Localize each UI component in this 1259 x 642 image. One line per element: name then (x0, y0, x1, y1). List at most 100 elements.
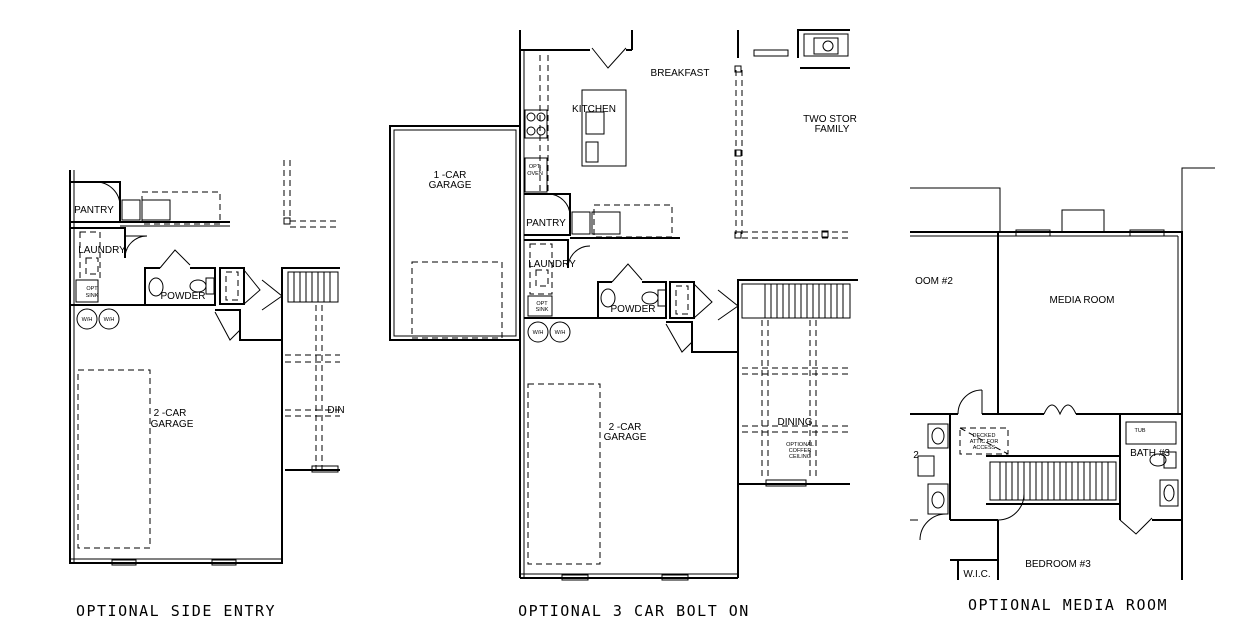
sink (931, 491, 945, 509)
note-attic: DECKED (973, 433, 996, 439)
door-swing (547, 193, 571, 217)
window (661, 574, 689, 581)
wall (737, 279, 858, 340)
garage-wall (215, 309, 282, 341)
room-label-two-story: TWO STOR (803, 114, 857, 125)
room-label-garage-line2: GARAGE (151, 419, 194, 430)
cabinet (121, 199, 141, 221)
water-heater (98, 308, 120, 330)
door-swing (665, 323, 693, 353)
plan-side-entry: PANTRY LAUNDRY OPT SINK POWDER W/H W/H 2… (69, 160, 345, 620)
stair (989, 461, 1117, 501)
powder-wall (144, 267, 160, 305)
toilet (917, 455, 935, 477)
dormer (1061, 209, 1105, 233)
burner (526, 112, 536, 122)
laundry-wall (524, 239, 569, 268)
door-swing (997, 493, 1025, 521)
vanity (927, 483, 949, 515)
powder-sink (148, 277, 164, 297)
kitchen-island (581, 89, 627, 167)
room-label-powder: POWDER (611, 304, 656, 315)
wh-label: W/H (533, 330, 544, 336)
room-label-dining: DINING (778, 417, 813, 428)
kitchen-sink (585, 111, 605, 135)
sink (1163, 484, 1175, 502)
room-label-family: FAMILY (815, 124, 850, 135)
window (753, 49, 789, 57)
vanity (927, 423, 949, 449)
wall (281, 267, 340, 340)
toilet (189, 279, 207, 293)
fireplace (803, 33, 849, 57)
door-swing (124, 235, 148, 259)
upper-cabinet (593, 204, 673, 238)
stair-treads (293, 272, 331, 302)
room-label-sink: SINK (86, 293, 99, 299)
door-swing (159, 249, 191, 269)
caption-3-car-bolt-on: OPTIONAL 3 CAR BOLT ON (518, 602, 750, 620)
cooktop (524, 109, 548, 139)
burner (536, 112, 546, 122)
washer-dryer (79, 231, 101, 281)
fireplace-box (813, 37, 839, 55)
laundry-wall (70, 227, 126, 258)
toilet-tank (1163, 451, 1177, 469)
garage-1-car-wall (389, 125, 521, 341)
caption-media-room: OPTIONAL MEDIA ROOM (968, 596, 1168, 614)
car-outline (527, 383, 601, 565)
burner (526, 126, 536, 136)
room-label-bath-3: BATH #3 (1130, 448, 1170, 459)
stair (741, 283, 851, 319)
note-ceiling: CEILING (789, 454, 811, 460)
exterior-wall (69, 170, 283, 564)
room-label-2-car-garage: GARAGE (604, 432, 647, 443)
room-label-powder: POWDER (161, 291, 206, 302)
door (261, 279, 283, 311)
toilet-tank (205, 277, 215, 295)
powder-wall (597, 281, 612, 318)
garage-wall (666, 321, 738, 353)
door-swing (1119, 517, 1153, 535)
window (561, 574, 589, 581)
door-swing (567, 245, 591, 269)
attic-access (959, 427, 1009, 455)
toilet-tank (657, 289, 667, 307)
sink (931, 427, 945, 445)
wh-label: W/H (555, 330, 566, 336)
room-label-sink: SINK (536, 307, 549, 313)
post (734, 231, 742, 239)
room-label-opt-oven: OPT. (529, 164, 542, 170)
room-label-opt: OPT (86, 286, 98, 292)
stair (287, 271, 339, 303)
door (243, 269, 261, 305)
closet-shelf (225, 271, 239, 301)
dishwasher (585, 141, 599, 163)
cabinet (571, 211, 591, 235)
note-attic: ATTIC FOR (970, 439, 999, 445)
upper-cabinet (141, 191, 221, 225)
attic-access-cross (959, 427, 1009, 455)
room-label-media-room: MEDIA ROOM (1049, 295, 1114, 306)
room-label-kitchen: KITCHEN (572, 104, 616, 115)
roof-line (1181, 167, 1215, 232)
window (111, 559, 137, 566)
door (693, 283, 713, 319)
post (821, 230, 829, 238)
double-door (1043, 404, 1077, 416)
toilet (1149, 453, 1167, 467)
room-label-bedroom-3: BEDROOM #3 (1025, 559, 1091, 570)
room-label-breakfast: BREAKFAST (651, 68, 710, 79)
door-swing (611, 263, 643, 283)
stair-treads (999, 462, 1109, 500)
sink (75, 279, 99, 303)
caption-side-entry: OPTIONAL SIDE ENTRY (76, 602, 276, 620)
window (211, 559, 237, 566)
room-label-laundry: LAUNDRY (528, 259, 576, 270)
wh-label: W/H (82, 317, 93, 323)
bathtub (1125, 421, 1177, 445)
cabinet (591, 211, 621, 235)
closet (669, 281, 695, 319)
room-label-pantry: PANTRY (526, 218, 566, 229)
stair-treads (764, 284, 844, 318)
